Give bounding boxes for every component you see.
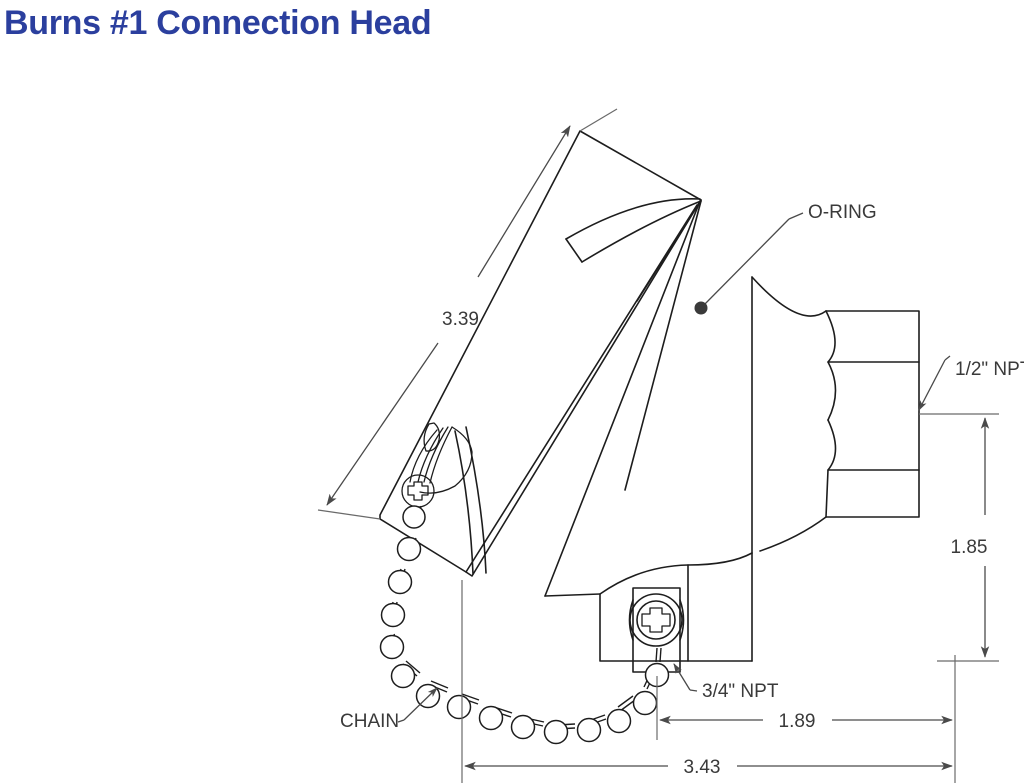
dimension-label-1-85: 1.85 (951, 537, 988, 558)
dimension-1-85: 1.85 (919, 413, 999, 662)
dimension-label-3-43: 3.43 (684, 757, 721, 778)
dimension-label-1-89: 1.89 (779, 711, 816, 732)
dimension-3-39: 3.39 (317, 108, 618, 520)
chain-geometry (379, 505, 670, 745)
callout-half-inch-npt: 1/2" NPT (918, 355, 1024, 411)
chain-anchor-geometry (401, 422, 473, 508)
dimension-label-3-39: 3.39 (442, 309, 479, 330)
callout-chain: CHAIN (340, 687, 438, 732)
dimension-3-43: 3.43 (461, 580, 956, 783)
callout-three-quarter-inch-npt: 3/4" NPT (673, 663, 779, 702)
connection-head-cover-geometry (379, 130, 702, 597)
o-ring-marker-dot (694, 301, 708, 315)
page-title: Burns #1 Connection Head (4, 4, 432, 42)
callout-label-half-inch-npt: 1/2" NPT (955, 359, 1024, 380)
dimension-1-89: 1.89 (656, 655, 956, 740)
callout-o-ring: O-RING (694, 202, 877, 315)
callout-label-chain: CHAIN (340, 711, 399, 732)
callout-label-three-quarter-inch-npt: 3/4" NPT (702, 681, 779, 702)
callout-label-o-ring: O-RING (808, 202, 877, 223)
housing-body-geometry (544, 276, 920, 662)
